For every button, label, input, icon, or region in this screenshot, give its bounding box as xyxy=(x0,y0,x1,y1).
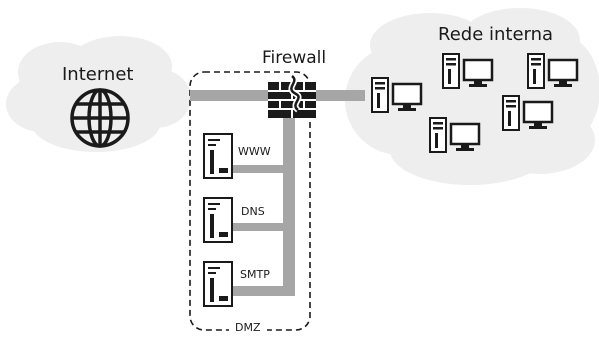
globe-icon xyxy=(70,88,130,148)
server-label-smtp: SMTP xyxy=(240,268,270,281)
link-www xyxy=(232,165,288,173)
server-icon xyxy=(203,197,233,243)
server-label-dns: DNS xyxy=(241,205,265,218)
dmz-label: DMZ xyxy=(229,322,267,333)
internet-label: Internet xyxy=(62,64,134,85)
server-label-www: WWW xyxy=(238,145,271,158)
firewall-label: Firewall xyxy=(262,48,327,68)
server-icon xyxy=(203,133,233,179)
link-dmz-trunk xyxy=(283,100,295,296)
internal-network-cloud xyxy=(345,8,599,185)
link-smtp xyxy=(232,286,288,296)
firewall-brick-icon xyxy=(268,73,316,118)
link-dns xyxy=(232,223,288,231)
internal-network-label: Rede interna xyxy=(438,24,554,45)
internet-cloud xyxy=(6,36,191,152)
server-icon xyxy=(203,261,233,307)
